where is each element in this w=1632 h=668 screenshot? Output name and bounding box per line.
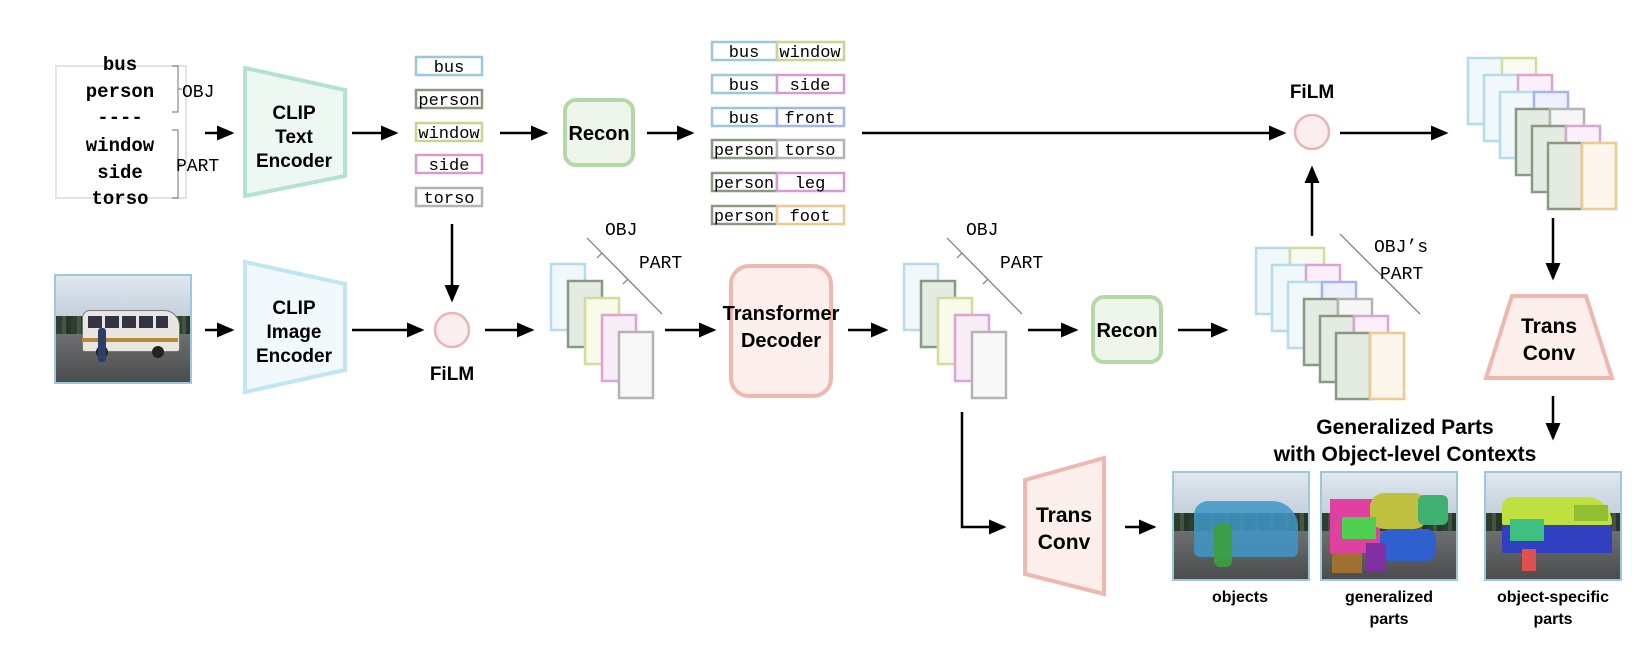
input-word-bus: bus xyxy=(103,54,137,76)
obj-bracket-label: OBJ xyxy=(182,83,214,103)
feature-stack-1: OBJ PART xyxy=(549,221,682,400)
text-input-group: bus person ---- window side torso OBJ PA… xyxy=(55,54,219,210)
stack3-label-line2: PART xyxy=(1380,265,1423,285)
clip-image-encoder: CLIP Image Encoder xyxy=(243,259,347,395)
caption-specific-line2: parts xyxy=(1533,611,1572,628)
caption-generalized-line1: generalized xyxy=(1345,589,1433,606)
stack2-part-label: PART xyxy=(1000,254,1043,274)
pair-0-obj: bus xyxy=(729,44,760,63)
token-side: side xyxy=(429,157,470,176)
svg-text:Recon: Recon xyxy=(568,123,629,145)
svg-text:Text: Text xyxy=(275,127,313,148)
pair-5-part: foot xyxy=(790,208,831,227)
feature-stack-3: OBJ’s PART xyxy=(1254,233,1428,401)
token-torso: torso xyxy=(423,190,474,209)
trans-conv-right: Trans Conv xyxy=(1483,294,1615,380)
pair-5-obj: person xyxy=(714,208,774,227)
svg-text:Encoder: Encoder xyxy=(256,151,333,172)
pair-4-part: leg xyxy=(795,175,826,194)
output-object-specific-parts-image xyxy=(1484,471,1622,581)
svg-text:with Object-level Contexts: with Object-level Contexts xyxy=(1273,443,1537,466)
token-bus: bus xyxy=(434,59,465,78)
film-node-middle: FiLM xyxy=(430,311,474,385)
token-window: window xyxy=(418,125,480,144)
arrows xyxy=(205,125,1561,535)
pair-2-obj: bus xyxy=(729,110,760,129)
pair-3-part: torso xyxy=(784,142,835,161)
svg-text:CLIP: CLIP xyxy=(272,103,316,124)
input-word-torso: torso xyxy=(91,188,148,210)
svg-text:CLIP: CLIP xyxy=(272,298,316,319)
svg-text:Image: Image xyxy=(267,322,322,343)
transformer-decoder: Transformer Decoder xyxy=(723,264,840,398)
svg-text:Decoder: Decoder xyxy=(741,330,821,352)
svg-text:Encoder: Encoder xyxy=(256,346,333,367)
recon-block-middle: Recon xyxy=(1091,295,1163,364)
input-word-side: side xyxy=(97,162,143,184)
clip-text-encoder: CLIP Text Encoder xyxy=(243,65,347,199)
caption-objects: objects xyxy=(1212,589,1268,606)
caption-generalized-line2: parts xyxy=(1369,611,1408,628)
feature-stack-4 xyxy=(1466,56,1618,211)
input-separator: ---- xyxy=(97,107,143,129)
pair-0-part: window xyxy=(779,44,841,63)
output-objects-image xyxy=(1172,471,1310,581)
stack2-obj-label: OBJ xyxy=(966,221,998,241)
generalized-parts-title: Generalized Parts with Object-level Cont… xyxy=(1273,416,1537,466)
feature-stack-2: OBJ PART xyxy=(902,221,1043,400)
pair-3-obj: person xyxy=(714,142,774,161)
pair-4-obj: person xyxy=(714,175,774,194)
svg-text:Recon: Recon xyxy=(1096,320,1157,342)
token-list: bus person window side torso xyxy=(414,55,484,209)
pair-1-obj: bus xyxy=(729,77,760,96)
svg-text:Trans: Trans xyxy=(1036,504,1092,527)
arrow-stack2-to-transconv-bottom xyxy=(960,412,1007,535)
caption-specific-line1: object-specific xyxy=(1497,589,1609,606)
stack1-part-label: PART xyxy=(639,254,682,274)
pair-token-list: bus window bus side bus front person tor… xyxy=(710,40,846,227)
token-person: person xyxy=(418,92,479,111)
svg-text:Transformer: Transformer xyxy=(723,303,840,325)
svg-text:Conv: Conv xyxy=(1523,342,1576,365)
stack3-label-line1: OBJ’s xyxy=(1374,238,1428,258)
input-word-window: window xyxy=(86,135,155,157)
recon-block-top: Recon xyxy=(563,98,635,167)
part-bracket-label: PART xyxy=(176,157,219,177)
svg-text:FiLM: FiLM xyxy=(1290,82,1334,103)
output-generalized-parts-image xyxy=(1320,471,1458,581)
svg-text:FiLM: FiLM xyxy=(430,364,474,385)
svg-text:Conv: Conv xyxy=(1038,531,1091,554)
svg-text:Trans: Trans xyxy=(1521,315,1577,338)
stack1-obj-label: OBJ xyxy=(605,221,637,241)
film-node-top: FiLM xyxy=(1290,82,1334,151)
pair-2-part: front xyxy=(784,110,835,129)
input-word-person: person xyxy=(86,81,154,103)
svg-text:Generalized Parts: Generalized Parts xyxy=(1316,416,1493,439)
input-photo xyxy=(54,274,192,384)
pair-1-part: side xyxy=(790,77,831,96)
trans-conv-bottom: Trans Conv xyxy=(1023,455,1106,597)
